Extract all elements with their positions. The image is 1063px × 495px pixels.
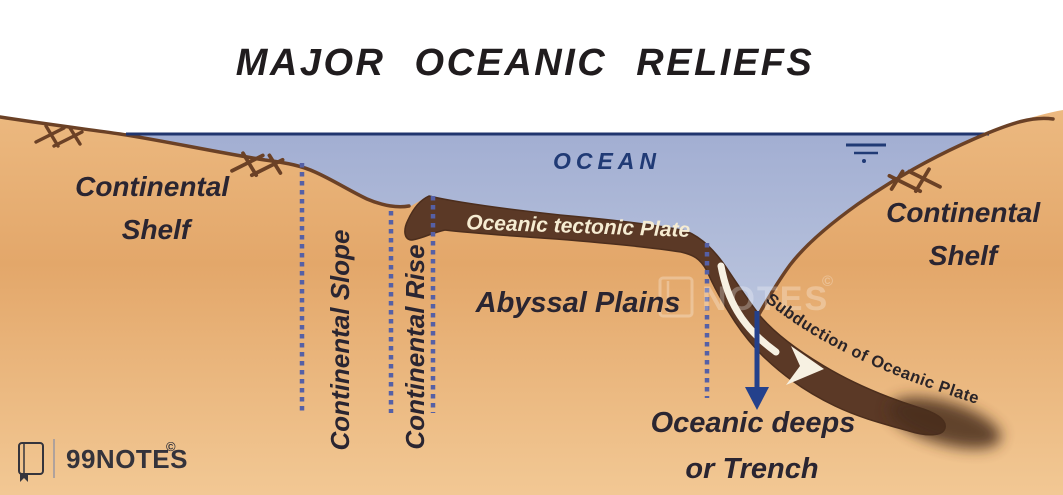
continental-slope-label: Continental Slope (325, 230, 355, 451)
continental-rise-label: Continental Rise (400, 244, 430, 449)
continental-shelf-right-label: Continental Shelf (886, 197, 1048, 271)
landmass (0, 110, 1063, 495)
continental-shelf-left-label: Continental Shelf (75, 171, 237, 245)
oceanic-deeps-label: Oceanic deeps or Trench (651, 407, 864, 485)
book-icon (18, 442, 44, 482)
watermark-text: NOTES (702, 280, 829, 318)
left-coast-outline (0, 115, 411, 209)
logo: 99NOTES © (18, 439, 188, 482)
logo-copyright: © (166, 439, 176, 454)
subduction-arrowhead-icon (786, 346, 824, 385)
trench-arrowhead-icon (745, 387, 769, 410)
diagram-title: MAJOR OCEANIC RELIEFS (236, 42, 815, 84)
subduction-direction-arrow (717, 262, 780, 356)
abyssal-plains-label: Abyssal Plains (475, 287, 681, 319)
oceanic-plate (404, 195, 946, 436)
watermark-book-icon (658, 276, 694, 318)
right-coast-outline (756, 116, 1055, 318)
water-level-icon (846, 143, 886, 163)
watermark-copyright: © (822, 273, 833, 290)
ocean-label: OCEAN (553, 148, 661, 174)
plate-tip-shadow (888, 397, 1002, 449)
watermark: NOTES © (658, 273, 833, 318)
logo-text: 99NOTES (66, 444, 188, 474)
